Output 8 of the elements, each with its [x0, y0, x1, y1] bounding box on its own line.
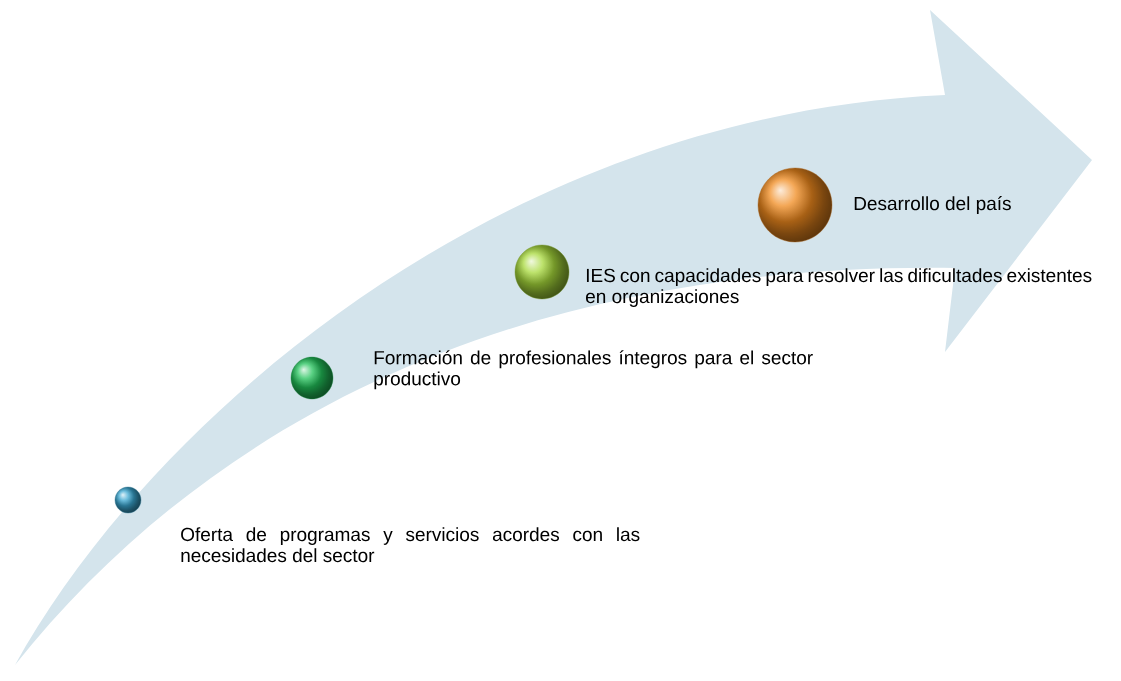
- step-text: Desarrollo del país: [854, 196, 1011, 214]
- circle-marker: [290, 356, 334, 400]
- circle-marker: [114, 486, 142, 514]
- step-text: IES con capacidades para resolver las dificultades existentes en organizaciones: [586, 268, 1092, 307]
- step-text: Oferta de programas y servicios acordes con las necesidades del sector: [181, 527, 640, 563]
- circle-marker: [757, 167, 833, 243]
- step-text: Formación de profesionales íntegros para el sector productivo: [374, 350, 813, 390]
- circle-marker: [514, 244, 570, 300]
